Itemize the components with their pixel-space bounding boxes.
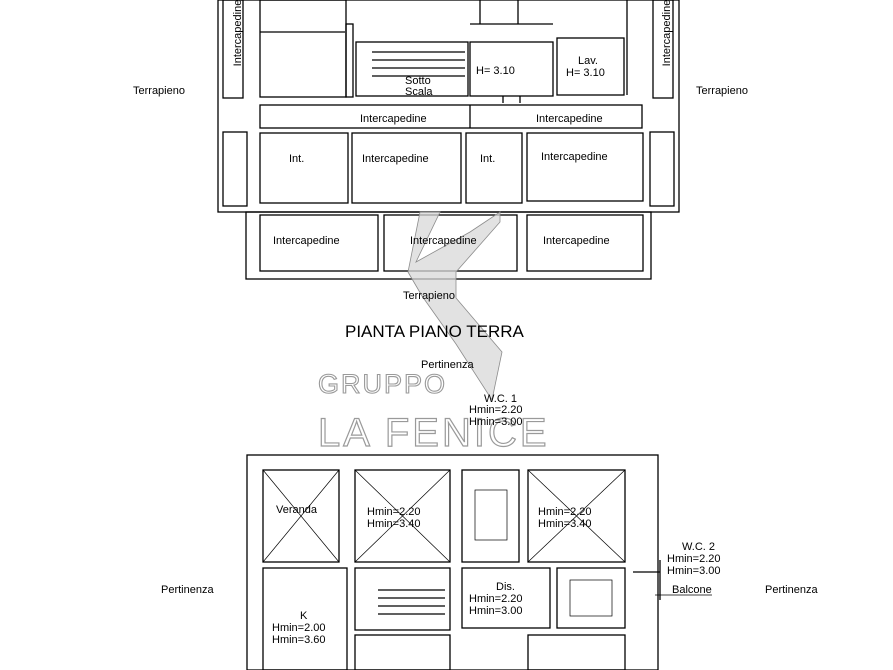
label-int-2: Int. [480,153,495,165]
label-intercapedine-mid-right: Intercapedine [536,113,603,125]
label-pertinenza-right: Pertinenza [765,584,818,596]
label-lav: Lav. [578,55,598,67]
label-sotto: Sotto [405,75,431,87]
label-k-hmax: Hmin=3.60 [272,634,326,646]
label-intercapedine-top-right: Intercapedine [661,0,673,66]
label-intercapedine-row2-a: Intercapedine [362,153,429,165]
label-intercapedine-row2-b: Intercapedine [541,151,608,163]
watermark-text-line1: GRUPPO [318,369,447,399]
label-room2-hmin: Hmin=2.20 [538,506,592,518]
label-wc2-hmax: Hmin=3.00 [667,565,721,577]
label-dis: Dis. [496,581,515,593]
label-intercapedine-row3-c: Intercapedine [543,235,610,247]
label-dis-hmax: Hmin=3.00 [469,605,523,617]
label-intercapedine-row3-b: Intercapedine [410,235,477,247]
label-scala: Scala [405,86,433,98]
lower-plan-labels: Pertinenza W.C. 1 Hmin=2.20 Hmin=3.00 Ve… [161,359,818,646]
label-balcone: Balcone [672,584,712,596]
label-wc2-hmin: Hmin=2.20 [667,553,721,565]
label-veranda: Veranda [276,504,318,516]
label-intercapedine-row3-a: Intercapedine [273,235,340,247]
label-room2-hmax: Hmin=3.40 [538,518,592,530]
label-pertinenza-left: Pertinenza [161,584,214,596]
label-intercapedine-mid-left: Intercapedine [360,113,427,125]
label-room1-hmax: Hmin=3.40 [367,518,421,530]
label-room1-hmin: Hmin=2.20 [367,506,421,518]
label-height-center: H= 3.10 [476,65,515,77]
label-k: K [300,610,308,622]
label-wc2: W.C. 2 [682,541,715,553]
watermark-text-line2: LA FENICE [318,411,550,455]
watermark-symbol [407,211,503,402]
label-terrapieno-bottom: Terrapieno [403,290,455,302]
label-wc1-hmax: Hmin=3.00 [469,416,523,428]
lower-plan-walls [246,454,712,670]
label-wc1: W.C. 1 [484,393,517,405]
label-dis-hmin: Hmin=2.20 [469,593,523,605]
label-terrapieno-right: Terrapieno [696,85,748,97]
plan-title: PIANTA PIANO TERRA [345,322,525,341]
upper-plan-walls [217,0,680,280]
watermark-logo [407,211,503,402]
label-wc1-hmin: Hmin=2.20 [469,404,523,416]
label-k-hmin: Hmin=2.00 [272,622,326,634]
label-height-lav: H= 3.10 [566,67,605,79]
label-int-1: Int. [289,153,304,165]
label-pertinenza-top: Pertinenza [421,359,474,371]
label-intercapedine-top-left: Intercapedine [232,0,244,66]
upper-plan-labels: Intercapedine Intercapedine Terrapieno T… [133,0,748,302]
label-terrapieno-left: Terrapieno [133,85,185,97]
